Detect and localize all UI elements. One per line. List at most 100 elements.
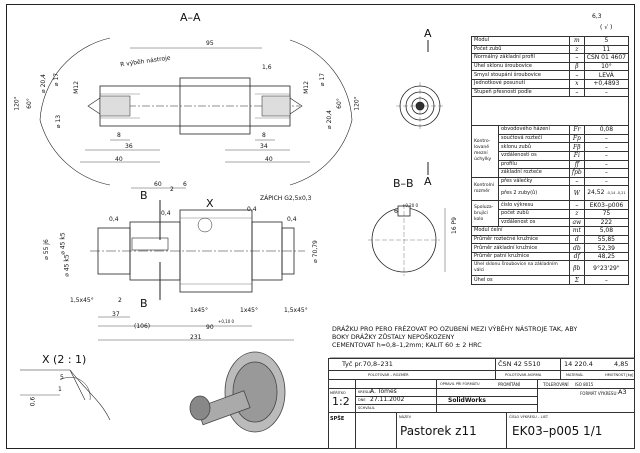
revised-label: OPRAVIL PŘI FORMÁTU	[440, 382, 480, 386]
diam-symbol: Σ	[568, 275, 585, 286]
date: 27.11.2002	[370, 396, 405, 403]
mating-group-label: Spoluza- brující kolo	[471, 200, 499, 228]
control-symbol: ff	[568, 159, 585, 170]
name-label: NÁZEV	[399, 415, 412, 419]
dim-90: 90	[206, 324, 214, 331]
control-symbol: Fi	[568, 150, 585, 161]
spec-label: Úhel sklonu šroubovice	[471, 61, 570, 72]
spec-symbol: –	[568, 70, 585, 80]
diam-label: Úhel os	[471, 275, 570, 286]
diam-symbol: d	[568, 234, 585, 245]
diam-label: Modul čelní	[471, 226, 570, 236]
chamfer-1-5-left: 1,5x45°	[70, 297, 94, 304]
diam-value: –	[583, 275, 630, 286]
mating-symbol: aw	[568, 217, 585, 228]
diam-value: 48,25	[583, 251, 630, 262]
manufacturing-notes: DRÁŽKU PRO PERO FRÉZOVAT PO OZUBENÍ MEZI…	[332, 326, 577, 350]
dim-d17-right: ⌀ 17	[319, 72, 327, 87]
detail-dim-5: 5	[60, 374, 64, 381]
dim-8-left: 8	[117, 132, 121, 139]
dim-d20-4-right: ⌀ 20,4	[325, 110, 333, 129]
dim-1-6: 1,6	[262, 64, 272, 71]
control-label: sklonu zubů	[498, 142, 570, 152]
spec-label: Jednotkové posunutí	[471, 78, 570, 89]
control-value: –	[583, 168, 630, 178]
dim-36: 36	[125, 143, 133, 150]
dim-0-4-d: 0,4	[287, 216, 297, 223]
material-header: MATERIÁL	[566, 373, 584, 377]
dim-d17-left: ⌀ 17	[53, 72, 61, 87]
dim-40-right: 40	[265, 156, 273, 163]
dim-34: 34	[260, 143, 268, 150]
spec-label: Modul	[471, 36, 570, 46]
drawing-number: EK03–p005 1/1	[512, 424, 603, 438]
groove-note: ZÁPICH G2,5x0,3	[260, 195, 312, 202]
spec-value: ČSN 01 4607	[583, 53, 630, 63]
format-value: A3	[618, 388, 627, 396]
spec-symbol: x	[568, 78, 585, 89]
control-symbol: Fp	[568, 133, 585, 144]
spec-label: Smysl stoupání šroubovice	[471, 70, 570, 80]
control-label: součtová roztečí	[498, 133, 570, 144]
drawn-by-label: KRESLIL	[358, 390, 373, 394]
school-logo: SPŠE	[330, 416, 345, 422]
dim-40-left: 40	[115, 156, 123, 163]
dim-0-4-a: 0,4	[109, 216, 119, 223]
semi-product: Tyč pr.70,8–231	[342, 360, 393, 368]
mass: 4,85	[614, 360, 629, 368]
dim-90-tolerance: +0,10 0	[218, 319, 235, 324]
note-line: CEMENTOVAT h=0,8–1,2mm; KALIT 60 ± 2 HRC	[332, 342, 482, 349]
mass-header: HMOTNOST [kg]	[605, 373, 634, 377]
chamfer-1-5-right: 1,5x45°	[284, 307, 308, 314]
mating-label: počet zubů	[498, 208, 570, 219]
spec-row: Smysl stoupání šroubovice–LEVÁ	[471, 70, 630, 80]
angle-60-left: 60°	[25, 98, 33, 109]
dim-2-top: 2	[170, 186, 174, 193]
thread-m12-right: M12	[302, 81, 310, 94]
mating-symbol: –	[568, 200, 585, 210]
dim-231: 231	[190, 334, 202, 341]
control-label: základní rozteče	[498, 168, 570, 178]
diam-symbol: mt	[568, 226, 585, 236]
control-group-label: Kontro- lované mezní úchylky	[471, 125, 499, 178]
diam-value: 9°23'29"	[583, 260, 630, 277]
control-value: –	[583, 133, 630, 144]
spec-value: 5	[583, 36, 630, 46]
diam-value: 5,08	[583, 226, 630, 236]
roughness-symbol: 6,3	[592, 13, 602, 20]
diam-label: Průměr základní kružnice	[471, 243, 570, 253]
spec-spacer	[471, 96, 629, 127]
roughness-suffix: ( √ )	[600, 24, 613, 31]
control-size-value: –	[583, 176, 630, 187]
view-b-marker-bottom: B	[140, 297, 148, 310]
spec-value: +0,4893	[583, 78, 630, 89]
spec-row: Normálný základní profil–ČSN 01 4607	[471, 53, 630, 63]
diam-row: Úhel sklonu šroubovice na základním válc…	[471, 260, 630, 277]
section-aa-title: A–A	[180, 11, 201, 24]
dim-106: (106)	[134, 323, 151, 330]
dim-d55-j6: ⌀ 55 j6	[42, 239, 50, 260]
spec-symbol: z	[568, 44, 585, 55]
diam-label: Průměr roztečné kružnice	[471, 234, 570, 245]
dim-0-4-b: 0,4	[161, 210, 171, 217]
control-value: –	[583, 142, 630, 152]
norm-header: POLOTOVAR–NORMA	[505, 373, 542, 377]
dim-6: 6	[183, 181, 187, 188]
thread-m12-left: M12	[72, 81, 80, 94]
mating-label: vzdálenost os	[498, 217, 570, 228]
dim-0-4-c: 0,4	[247, 206, 257, 213]
spec-label: Počet zubů	[471, 44, 570, 55]
drawing-frame	[6, 4, 635, 449]
spec-label: Normálný základní profil	[471, 53, 570, 63]
control-label: obvodového házení	[498, 125, 570, 135]
spec-row: Stupeň přesnosti podle––	[471, 87, 630, 98]
dim-6-tolerance: +0,20 0	[402, 203, 419, 208]
dim-d20-4-left: ⌀ 20,4	[39, 74, 47, 93]
control-size-label: přes 2 zuby(ů)	[498, 185, 570, 202]
